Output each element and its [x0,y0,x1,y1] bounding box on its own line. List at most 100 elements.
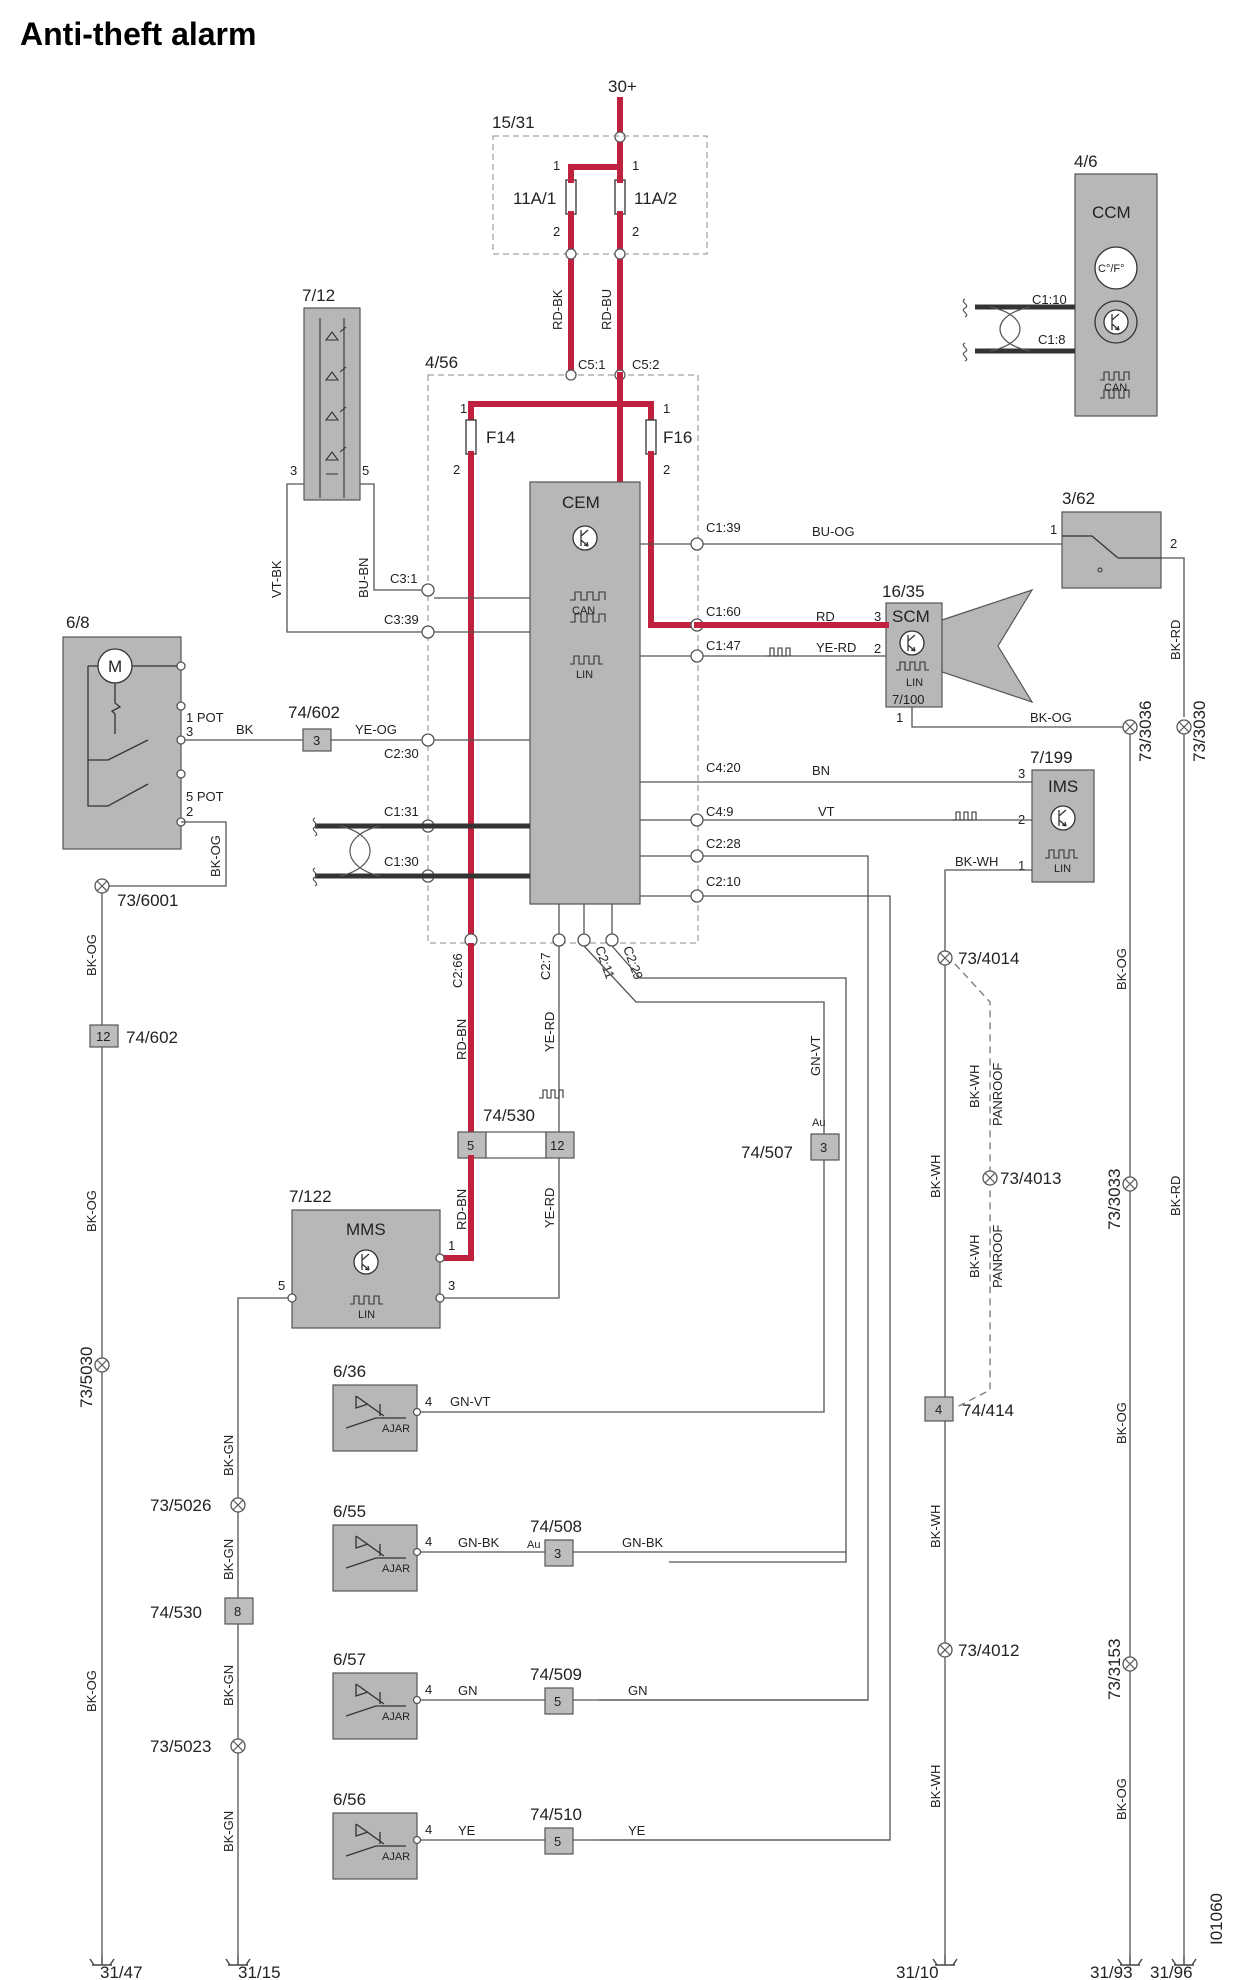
svg-text:1: 1 [663,401,670,416]
splice-4013: 73/4013 [1000,1169,1061,1188]
svg-text:BK-WH: BK-WH [967,1235,982,1278]
wire-rd-bk: RD-BK [550,289,565,330]
svg-text:AJAR: AJAR [382,1423,410,1435]
svg-text:BK-WH: BK-WH [955,854,998,869]
splice-4014: 73/4014 [958,949,1019,968]
svg-text:BK-OG: BK-OG [84,1190,99,1232]
svg-text:C1:47: C1:47 [706,638,741,653]
ground-31-15: 31/15 [238,1963,281,1980]
fuse-f16-label: F16 [663,428,692,447]
svg-text:YE: YE [628,1823,646,1838]
scm-name: SCM [892,607,930,626]
svg-text:C2:10: C2:10 [706,874,741,889]
svg-text:1: 1 [1050,522,1057,537]
connector-74-530-label: 74/530 [483,1106,535,1125]
svg-text:C1:10: C1:10 [1032,292,1067,307]
svg-text:3: 3 [1018,766,1025,781]
ajar-switch-6-57: 6/57 AJAR 4 [332,1650,432,1740]
connector-74-414 [924,1396,954,1422]
fuse-11a2 [614,179,626,215]
fuse-11a2-label: 11A/2 [634,189,677,208]
wire-rd-bu: RD-BU [599,289,614,330]
svg-text:Au: Au [812,1117,825,1129]
svg-text:GN-VT: GN-VT [808,1036,823,1077]
svg-text:BK-GN: BK-GN [221,1539,236,1580]
connector-74-510-label: 74/510 [530,1805,582,1824]
svg-text:BK-WH: BK-WH [928,1765,943,1808]
ims-ref: 7/199 [1030,748,1073,767]
ground-31-93: 31/93 [1090,1963,1133,1980]
svg-text:C2:28: C2:28 [706,836,741,851]
svg-text:BN: BN [812,763,830,778]
cem-module [529,481,641,905]
svg-text:BK: BK [236,722,254,737]
splice-3036: 73/3036 [1136,701,1155,762]
wire-bu-bn: BU-BN [356,558,371,598]
scm-ref: 16/35 [882,582,925,601]
connector-74-508 [544,1539,574,1567]
svg-text:BK-OG: BK-OG [1114,1402,1129,1444]
svg-text:YE: YE [458,1823,476,1838]
svg-text:Au: Au [527,1539,540,1551]
svg-text:2: 2 [663,462,670,477]
svg-text:C°/F°: C°/F° [1098,263,1125,275]
connector-74-509 [544,1687,574,1715]
svg-text:C1:31: C1:31 [384,804,419,819]
svg-text:2: 2 [553,224,560,239]
svg-text:5: 5 [278,1278,285,1293]
svg-text:BU-OG: BU-OG [812,524,855,539]
svg-text:GN-VT: GN-VT [450,1394,491,1409]
svg-text:C4:20: C4:20 [706,760,741,775]
mms-name: MMS [346,1220,386,1239]
svg-text:BK-OG: BK-OG [84,934,99,976]
svg-text:6/36: 6/36 [333,1362,366,1381]
svg-text:C4:9: C4:9 [706,804,733,819]
svg-text:BK-WH: BK-WH [928,1155,943,1198]
svg-text:6/55: 6/55 [333,1502,366,1521]
sensor-ref: 7/12 [302,286,335,305]
svg-text:8: 8 [234,1604,241,1619]
svg-text:C2:66: C2:66 [450,953,465,988]
splice-6001: 73/6001 [117,891,178,910]
supply-node [614,131,626,143]
svg-text:AJAR: AJAR [382,1851,410,1863]
svg-text:BK-GN: BK-GN [221,1435,236,1476]
connector-74-507 [810,1133,840,1161]
svg-text:BK-OG: BK-OG [1114,1778,1129,1820]
svg-text:BK-WH: BK-WH [928,1505,943,1548]
svg-text:2: 2 [453,462,460,477]
svg-text:YE-OG: YE-OG [355,722,397,737]
cem-name: CEM [562,493,600,512]
siren-horn [941,588,1034,704]
splice-5026: 73/5026 [150,1496,211,1515]
svg-text:AJAR: AJAR [382,1563,410,1575]
svg-text:4: 4 [935,1402,942,1417]
ajar-switch-6-36: 6/36 AJAR 4 [332,1362,432,1452]
splice-5023: 73/5023 [150,1737,211,1756]
svg-text:4: 4 [425,1822,432,1837]
fuse-11a1 [565,179,577,215]
splice-4012: 73/4012 [958,1641,1019,1660]
document-id: I01060 [1207,1893,1226,1945]
svg-text:4: 4 [425,1682,432,1697]
splice-3030: 73/3030 [1190,701,1209,762]
svg-text:BK-OG: BK-OG [1030,710,1072,725]
svg-text:C1:8: C1:8 [1038,332,1065,347]
wire-vt-bk: VT-BK [269,560,284,598]
svg-text:2: 2 [632,224,639,239]
svg-text:C1:30: C1:30 [384,854,419,869]
switch-ref: 3/62 [1062,489,1095,508]
splice-3033: 73/3033 [1105,1169,1124,1230]
svg-text:LIN: LIN [906,677,923,689]
page-title: Anti-theft alarm [20,16,256,52]
svg-text:C2:7: C2:7 [538,953,553,980]
svg-text:5 POT: 5 POT [186,789,224,804]
svg-text:3: 3 [554,1546,561,1561]
svg-text:C2:30: C2:30 [384,746,419,761]
svg-text:CAN: CAN [572,605,595,617]
svg-text:BK-RD: BK-RD [1168,1176,1183,1216]
connector-74-510 [544,1827,574,1855]
svg-text:5: 5 [362,463,369,478]
connector-74-507-label: 74/507 [741,1143,793,1162]
ccm-name: CCM [1092,203,1131,222]
